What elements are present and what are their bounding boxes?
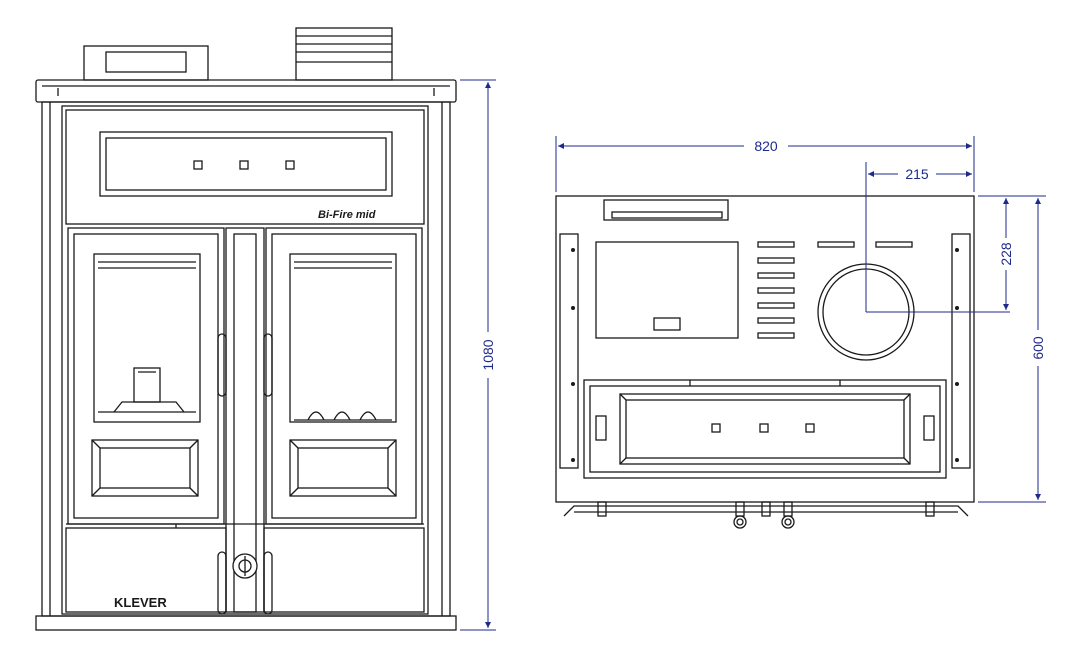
control-knob-icon[interactable]	[232, 553, 258, 579]
front-top-collar-left	[83, 45, 209, 81]
front-bottom-drawer	[35, 523, 457, 631]
front-top-collar-right	[295, 27, 393, 81]
front-right-door	[265, 227, 423, 525]
side-height-label: 600	[1030, 336, 1046, 360]
side-width-label: 820	[754, 138, 778, 154]
side-width-dimension: 820	[555, 136, 975, 192]
front-view: Bi-Fire mid	[35, 27, 496, 631]
side-height-dimension: 600	[978, 198, 1046, 503]
top-view-left-bracket	[559, 233, 579, 469]
flue-horizontal-label: 215	[905, 166, 929, 182]
front-left-door	[67, 227, 225, 525]
front-height-dimension: 1080	[460, 79, 496, 631]
front-height-label: 1080	[480, 339, 496, 370]
brand-logo: KLEVER	[114, 595, 167, 610]
side-view: 820 215 228 600	[555, 136, 1046, 529]
flue-vertical-dimension: 228	[978, 195, 1046, 310]
top-view-front-frame	[583, 379, 947, 479]
flue-horizontal-dimension: 215	[865, 162, 1010, 313]
front-body	[41, 101, 451, 617]
top-view-vents	[757, 241, 913, 339]
flue-vertical-label: 228	[998, 242, 1014, 266]
top-view-right-bracket	[951, 233, 971, 469]
front-top-plate	[35, 79, 457, 103]
top-view-base	[563, 501, 969, 529]
top-view-flue-slot	[603, 199, 729, 221]
top-view-hopper-panel	[595, 241, 739, 339]
front-center-column	[217, 227, 273, 615]
model-label: Bi-Fire mid	[318, 209, 376, 221]
